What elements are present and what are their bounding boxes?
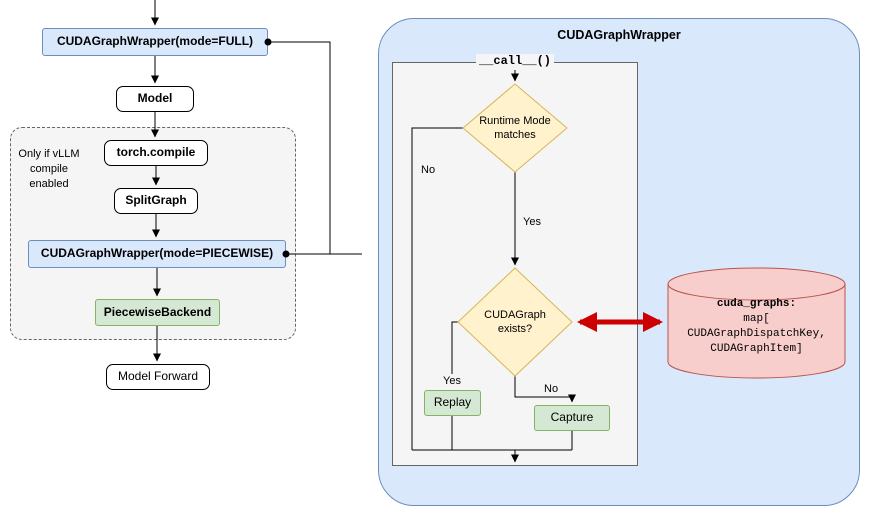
node-cudagraphwrapper-full: CUDAGraphWrapper(mode=FULL) (42, 28, 268, 56)
node-capture-label: Capture (550, 410, 594, 425)
datastore-type-line2: CUDAGraphDispatchKey, (687, 328, 826, 340)
node-cudagraphwrapper-piecewise-label: CUDAGraphWrapper(mode=PIECEWISE) (40, 246, 274, 261)
call-method-label: __call__() (475, 54, 555, 68)
node-model-forward: Model Forward (106, 364, 210, 390)
node-piecewise-backend: PiecewiseBackend (95, 299, 220, 326)
edge-label-no-runtime: No (419, 163, 438, 177)
datastore-type-line1: map[ (743, 313, 770, 325)
edge-label-no-exists: No (542, 382, 561, 396)
edge-label-yes-exists: Yes (441, 374, 463, 388)
node-model: Model (116, 86, 194, 112)
node-torch-compile: torch.compile (104, 140, 208, 166)
node-model-forward-label: Model Forward (117, 369, 199, 384)
datastore-type-line3: CUDAGraphItem] (710, 343, 803, 355)
node-splitgraph-label: SplitGraph (125, 193, 187, 208)
datastore-name: cuda_graphs: (716, 298, 797, 310)
node-replay: Replay (424, 390, 481, 416)
node-model-label: Model (137, 91, 173, 106)
node-splitgraph: SplitGraph (114, 188, 198, 214)
datastore-label: cuda_graphs: map[ CUDAGraphDispatchKey, … (668, 297, 845, 357)
node-piecewise-backend-label: PiecewiseBackend (103, 304, 212, 319)
node-replay-label: Replay (433, 395, 472, 410)
vllm-compile-group-note: Only if vLLM compile enabled (18, 148, 80, 190)
decision-cudagraph-exists-label: CUDAGraph exists? (484, 309, 546, 335)
edge-label-yes-runtime: Yes (521, 215, 543, 229)
node-capture: Capture (534, 405, 610, 431)
decision-runtime-mode-label: Runtime Mode matches (479, 115, 551, 141)
node-cudagraphwrapper-piecewise: CUDAGraphWrapper(mode=PIECEWISE) (28, 240, 286, 268)
node-torch-compile-label: torch.compile (116, 145, 196, 160)
node-cudagraphwrapper-full-label: CUDAGraphWrapper(mode=FULL) (56, 34, 254, 49)
panel-title: CUDAGraphWrapper (557, 28, 681, 42)
